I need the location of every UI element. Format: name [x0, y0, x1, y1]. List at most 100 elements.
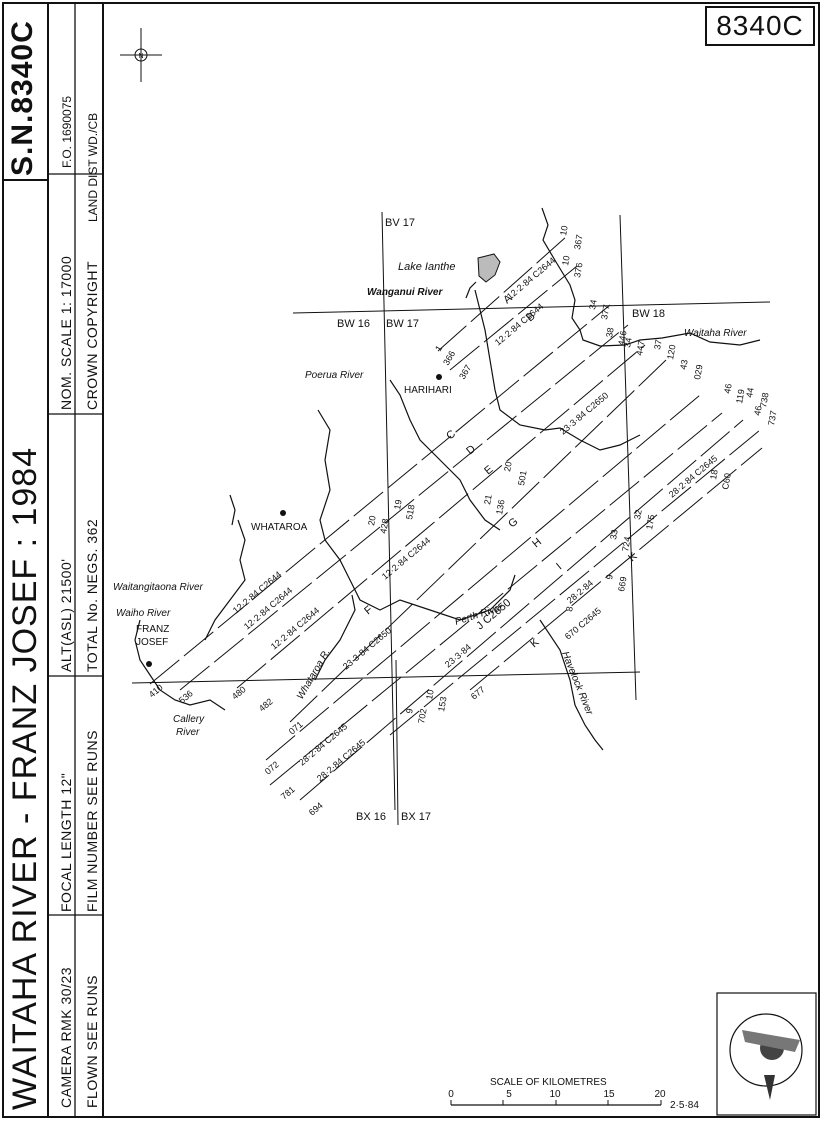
run-line-k	[469, 447, 763, 691]
run-b-end-top: 10	[560, 255, 572, 267]
lake-ianthe-shape	[477, 253, 501, 283]
run-k-end-bot: 737	[766, 410, 778, 427]
run-h-end-bot: 029	[692, 364, 704, 381]
mid-label: 19	[392, 499, 404, 511]
run-line-h	[269, 412, 723, 786]
grid-bx17: BX 17	[401, 811, 431, 823]
whataroa-river-label: Whataroa R.	[295, 647, 333, 701]
mid-label: 153	[436, 696, 448, 713]
run-a-date: 12·2·84 C2644	[505, 255, 557, 301]
scale-tick-0: 0	[448, 1089, 454, 1100]
run-a-start-bot: 366	[441, 349, 457, 367]
grid-bv17: BV 17	[385, 217, 415, 229]
wanganui-label: Wanganui River	[367, 287, 443, 298]
scale-bar: SCALE OF KILOMETRES 0 5 10 15 20 2·5·84	[448, 1077, 699, 1111]
run-e-start-bot: 480	[230, 684, 248, 701]
run-a-end-bot: 367	[572, 234, 584, 251]
mid-label: 702	[416, 708, 428, 725]
run-line-i	[299, 419, 744, 801]
mid-label: 10	[424, 689, 436, 701]
run-j-start-bot: 694	[307, 800, 325, 817]
run-c-end-bot: 377	[599, 304, 611, 321]
run-k-letter-1: K	[528, 636, 542, 650]
run-d-start-bot: 536	[177, 688, 195, 705]
run-g-letter: G	[506, 516, 520, 531]
run-k-start-bot: 677	[469, 684, 487, 701]
run-c-end-top: 34	[587, 299, 599, 311]
whataroa-town-label: WHATAROA	[251, 522, 308, 533]
mid-label: 175	[644, 514, 656, 531]
mid-label: 21	[482, 494, 494, 506]
run-g-date: 23·3·84 C2650	[558, 390, 610, 436]
run-d-letter: D	[464, 443, 478, 457]
mid-label: C60	[720, 472, 733, 490]
harihari-dot	[436, 374, 442, 380]
run-h-end-top: 43	[678, 359, 690, 371]
run-i-start-bot: 781	[279, 784, 297, 801]
scale-tick-5: 5	[506, 1089, 512, 1100]
run-h-letter: H	[530, 536, 544, 550]
run-f-start-bot: 482	[257, 696, 275, 713]
mid-label: 724	[620, 536, 632, 553]
run-k-end-top: 46	[752, 405, 764, 417]
flight-runs	[149, 236, 763, 801]
josef-label: JOSEF	[136, 637, 168, 648]
run-d-end-top: 38	[604, 327, 616, 339]
run-line-g	[265, 394, 701, 761]
run-line-a	[437, 236, 567, 352]
poerua-label: Poerua River	[305, 370, 364, 381]
mid-label: 9	[604, 574, 615, 581]
run-g-start-bot: 071	[287, 719, 305, 736]
run-f-date: 12·2·84 C2644	[380, 535, 432, 581]
run-line-e	[236, 344, 646, 689]
run-b-end-bot: 376	[572, 262, 584, 279]
run-e-date: 12·2·84 C2644	[269, 605, 321, 651]
waitangitaona-label: Waitangitaona River	[113, 582, 204, 593]
run-c-start-bot: 410	[147, 682, 165, 699]
mid-label: 518	[404, 504, 416, 521]
scale-date: 2·5·84	[670, 1100, 699, 1111]
mid-label: 669	[616, 576, 628, 593]
callery-label-1: Callery	[173, 714, 205, 725]
lake-ianthe-label: Lake Ianthe	[398, 261, 456, 273]
rivers	[134, 207, 761, 751]
whataroa-dot	[280, 510, 286, 516]
run-f-end-bot: 501	[516, 470, 528, 487]
run-e-letter: E	[482, 463, 495, 477]
run-line-b	[449, 265, 578, 371]
grid-bw17: BW 17	[386, 318, 419, 330]
run-line-j	[389, 429, 761, 736]
sheet-number-box: 8340C	[705, 6, 815, 46]
mid-label: 28·2·84	[565, 578, 595, 606]
harihari-label: HARIHARI	[404, 385, 452, 396]
waiho-label: Waiho River	[116, 608, 171, 619]
run-g-end-bot: 120	[665, 344, 677, 361]
scale-tick-10: 10	[549, 1089, 561, 1100]
run-h-date: 23·3·84 C2650	[341, 625, 393, 671]
run-g-end-top: 37	[652, 339, 664, 351]
mid-label: 32	[632, 509, 644, 521]
mid-label: 9	[404, 708, 415, 715]
run-a-end-top: 10	[558, 225, 570, 237]
scale-title: SCALE OF KILOMETRES	[490, 1077, 607, 1088]
run-j-end-top: 44	[744, 387, 756, 399]
mid-label: 18	[708, 469, 720, 481]
franz-josef-dot	[146, 661, 152, 667]
aerial-mapping-logo	[716, 992, 817, 1116]
mid-label: 8	[564, 606, 575, 613]
mid-label: 20	[366, 515, 378, 527]
north-label: N	[138, 53, 143, 60]
run-line-d	[179, 324, 629, 691]
scale-tick-20: 20	[654, 1089, 666, 1100]
north-arrow: N	[120, 28, 162, 82]
run-i-letter: I	[554, 561, 564, 572]
run-d-end-bot: 446	[616, 330, 628, 347]
run-line-c	[149, 304, 611, 685]
waitaha-label: Waitaha River	[684, 328, 747, 339]
grid-bw16: BW 16	[337, 318, 370, 330]
run-e-end-bot: 447	[634, 340, 646, 357]
run-i-end-top: 46	[722, 383, 734, 395]
